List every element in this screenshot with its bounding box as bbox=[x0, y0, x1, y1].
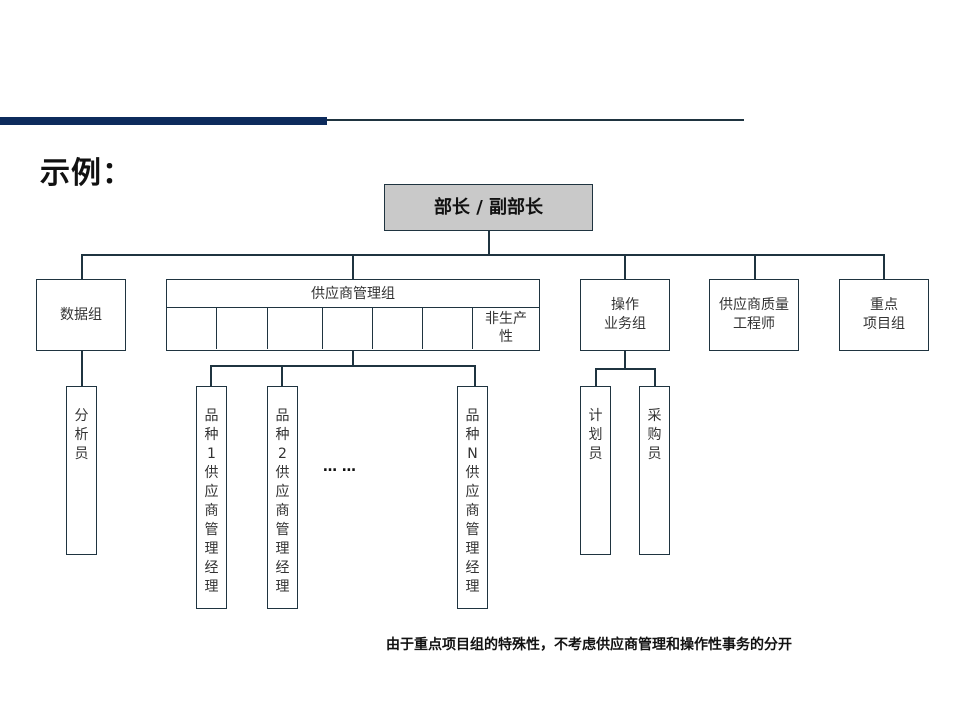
connector bbox=[81, 254, 884, 256]
char: 供 bbox=[465, 465, 480, 481]
char: 应 bbox=[204, 484, 219, 500]
char: 经 bbox=[275, 560, 290, 576]
connector bbox=[81, 254, 83, 279]
char: 计 bbox=[588, 408, 603, 424]
connector bbox=[654, 368, 656, 386]
char: 经 bbox=[204, 560, 219, 576]
subcell bbox=[217, 308, 268, 349]
connector bbox=[352, 254, 354, 279]
connector bbox=[488, 231, 490, 255]
char: 理 bbox=[465, 579, 480, 595]
char: 种 bbox=[275, 427, 290, 443]
char: 划 bbox=[588, 427, 603, 443]
char: 管 bbox=[204, 522, 219, 538]
char: 商 bbox=[204, 503, 219, 519]
node-label: 供应商管理组 bbox=[167, 280, 539, 308]
node-variety2-manager: 品 种 2 供 应 商 管 理 经 理 bbox=[267, 386, 298, 609]
connector bbox=[474, 365, 476, 386]
root-label: 部长 / 副部长 bbox=[433, 197, 544, 218]
subcell-row: 非生产 性 bbox=[167, 308, 539, 349]
connector bbox=[595, 368, 597, 386]
footnote: 由于重点项目组的特殊性，不考虑供应商管理和操作性事务的分开 bbox=[386, 637, 792, 653]
line: 非生产 bbox=[485, 311, 527, 327]
subcell bbox=[423, 308, 473, 349]
char: 经 bbox=[465, 560, 480, 576]
char: 分 bbox=[74, 408, 89, 424]
node-buyer: 采 购 员 bbox=[639, 386, 670, 555]
char: 应 bbox=[465, 484, 480, 500]
char: 员 bbox=[647, 446, 662, 462]
node-data-group: 数据组 bbox=[36, 279, 126, 351]
connector bbox=[81, 351, 83, 387]
node-supplier-quality-engineer: 供应商质量 工程师 bbox=[709, 279, 799, 351]
node-label-line: 项目组 bbox=[863, 316, 905, 332]
node-supplier-mgmt-group: 供应商管理组 非生产 性 bbox=[166, 279, 540, 351]
subcell bbox=[167, 308, 217, 349]
char: 1 bbox=[207, 446, 216, 462]
char: 理 bbox=[204, 541, 219, 557]
connector bbox=[624, 351, 626, 369]
node-analyst: 分 析 员 bbox=[66, 386, 97, 555]
subcell bbox=[323, 308, 373, 349]
char: 管 bbox=[465, 522, 480, 538]
char: 2 bbox=[278, 446, 287, 462]
char: 品 bbox=[275, 408, 290, 424]
connector bbox=[883, 254, 885, 279]
char: 管 bbox=[275, 522, 290, 538]
char: 析 bbox=[74, 427, 89, 443]
connector bbox=[352, 351, 354, 366]
char: 品 bbox=[465, 408, 480, 424]
char: 供 bbox=[275, 465, 290, 481]
char: 商 bbox=[275, 503, 290, 519]
subcell-non-production: 非生产 性 bbox=[473, 310, 539, 346]
char: 品 bbox=[204, 408, 219, 424]
char: 购 bbox=[647, 427, 662, 443]
connector bbox=[754, 254, 756, 279]
char: 商 bbox=[465, 503, 480, 519]
page-title: 示例： bbox=[40, 156, 133, 191]
ellipsis: … … bbox=[323, 459, 356, 475]
char: 种 bbox=[204, 427, 219, 443]
node-planner: 计 划 员 bbox=[580, 386, 611, 555]
subcell bbox=[373, 308, 423, 349]
header-accent-bar-thin bbox=[327, 119, 744, 121]
char: 员 bbox=[74, 446, 89, 462]
connector bbox=[624, 254, 626, 279]
char: 理 bbox=[204, 579, 219, 595]
line: 性 bbox=[499, 329, 513, 345]
char: 理 bbox=[465, 541, 480, 557]
char: 采 bbox=[647, 408, 662, 424]
char: 理 bbox=[275, 541, 290, 557]
node-label-line: 供应商质量 bbox=[719, 297, 789, 313]
header-accent-bar-thick bbox=[0, 117, 327, 125]
subcell bbox=[268, 308, 323, 349]
connector bbox=[210, 365, 212, 386]
char: 供 bbox=[204, 465, 219, 481]
node-label-line: 工程师 bbox=[733, 316, 775, 332]
node-key-project-group: 重点 项目组 bbox=[839, 279, 929, 351]
node-label-line: 操作 bbox=[611, 297, 639, 313]
char: N bbox=[467, 446, 478, 462]
char: 种 bbox=[465, 427, 480, 443]
char: 应 bbox=[275, 484, 290, 500]
node-varietyN-manager: 品 种 N 供 应 商 管 理 经 理 bbox=[457, 386, 488, 609]
node-label-line: 重点 bbox=[870, 297, 898, 313]
char: 理 bbox=[275, 579, 290, 595]
connector bbox=[595, 368, 655, 370]
connector bbox=[210, 365, 475, 367]
char: 员 bbox=[588, 446, 603, 462]
node-label-line: 业务组 bbox=[604, 316, 646, 332]
node-label: 数据组 bbox=[60, 306, 102, 323]
node-operations-group: 操作 业务组 bbox=[580, 279, 670, 351]
node-variety1-manager: 品 种 1 供 应 商 管 理 经 理 bbox=[196, 386, 227, 609]
root-node: 部长 / 副部长 bbox=[384, 184, 593, 231]
connector bbox=[281, 365, 283, 386]
